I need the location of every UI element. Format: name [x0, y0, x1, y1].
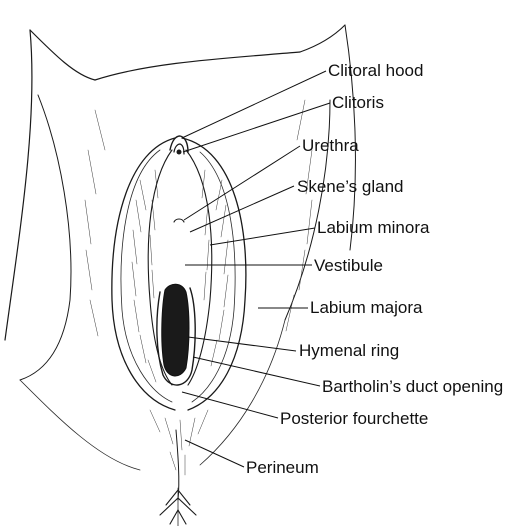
label-perineum: Perineum [246, 458, 319, 477]
label-hymenal-ring: Hymenal ring [299, 341, 399, 360]
label-skenes-gland: Skene’s gland [297, 177, 404, 196]
leader-posterior-fourchette [182, 392, 278, 418]
label-labium-minora: Labium minora [317, 218, 430, 237]
anatomy-illustration [5, 25, 355, 526]
label-posterior-fourchette: Posterior fourchette [280, 409, 428, 428]
leader-perineum [185, 440, 244, 467]
label-clitoris: Clitoris [332, 93, 384, 112]
label-labium-majora: Labium majora [310, 298, 423, 317]
label-urethra: Urethra [302, 136, 359, 155]
leader-labium-minora [210, 228, 315, 245]
label-vestibule: Vestibule [314, 256, 383, 275]
anatomy-labels: Clitoral hood Clitoris Urethra Skene’s g… [246, 61, 503, 477]
leader-lines [182, 71, 330, 467]
label-clitoral-hood: Clitoral hood [328, 61, 423, 80]
label-bartholins-duct-opening: Bartholin’s duct opening [322, 377, 503, 396]
